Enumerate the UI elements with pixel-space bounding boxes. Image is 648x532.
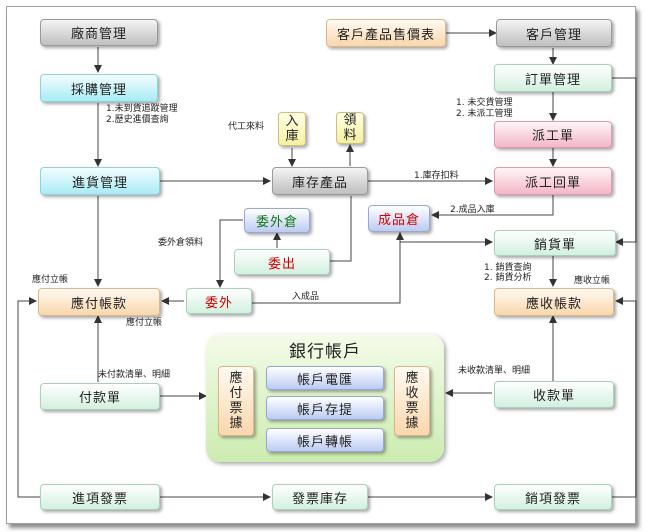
in-stock-char-1: 入 (285, 114, 299, 129)
in-stock-char-2: 庫 (285, 129, 299, 144)
pick-material-char-1: 領 (343, 113, 357, 128)
customer-mgmt-node: 客戶管理 (496, 19, 612, 47)
payable-notes-char-1: 應 (229, 371, 243, 386)
purchase-mgmt-node: 採購管理 (40, 74, 158, 102)
payable-notes-node: 應 付 票 據 (218, 366, 254, 436)
finished-in-label: 2.成品入庫 (450, 205, 495, 215)
bank-accounts-title: 銀行帳戶 (289, 341, 361, 362)
arrow-return-finished (431, 195, 554, 219)
arrow-warehouse-outsource (216, 219, 243, 288)
arrow-outsource-finished (252, 232, 404, 304)
stock-deduct-label: 1.庫存扣料 (414, 171, 459, 181)
finished-product-label: 入成品 (292, 292, 320, 302)
order-note-1: 1. 未交貨管理 (456, 98, 513, 108)
ap-setup-bottom-label: 應付立帳 (126, 318, 163, 328)
arrow-invoice-receivable (612, 297, 637, 498)
invoice-inventory-node: 發票庫存 (272, 484, 368, 510)
pick-material-node: 領 料 (336, 112, 364, 144)
dispatch-order-node: 派工單 (494, 121, 612, 148)
accounts-receivable-node: 應收帳款 (494, 288, 614, 316)
account-transfer-node: 帳戶轉帳 (266, 428, 384, 452)
order-mgmt-node: 訂單管理 (494, 64, 612, 92)
finished-goods-warehouse-node: 成品倉 (368, 205, 430, 232)
unreceived-list-label: 未收款清單、明細 (458, 366, 531, 376)
in-stock-node: 入 庫 (278, 112, 306, 146)
purchase-invoice-node: 進項發票 (40, 484, 160, 510)
dispatch-return-node: 派工回單 (494, 167, 612, 195)
order-note-2: 2. 未派工管理 (456, 109, 513, 119)
vendor-mgmt-node: 廠商管理 (40, 19, 158, 46)
purchase-note-1: 1.未到貨追蹤管理 (106, 104, 178, 114)
payable-notes-char-4: 據 (229, 416, 243, 431)
ar-setup-label: 應收立帳 (574, 276, 611, 286)
purchase-note-2: 2.歷史進價查詢 (106, 115, 169, 125)
arrow-invoice-payable (17, 297, 40, 498)
outsource-warehouse-node: 委外倉 (244, 208, 310, 233)
payment-slip-node: 付款單 (40, 383, 160, 410)
receivable-notes-node: 應 收 票 據 (394, 366, 430, 436)
sales-note-1: 1. 銷貨查詢 (484, 263, 532, 273)
unpaid-list-label: 未付款清單、明細 (98, 370, 171, 380)
receipt-slip-node: 收款單 (494, 381, 614, 408)
arrow-order-sales (612, 77, 637, 246)
oem-material-label: 代工來料 (228, 122, 265, 132)
sales-note-2: 2. 銷貨分析 (484, 273, 532, 283)
outsource-out-node: 委出 (234, 249, 330, 275)
customer-price-list-node: 客戶產品售價表 (326, 19, 446, 47)
deposit-withdraw-node: 帳戶存提 (266, 396, 384, 420)
pick-material-char-2: 料 (343, 128, 357, 143)
sales-invoice-node: 銷項發票 (494, 484, 612, 510)
outsource-node: 委外 (186, 288, 252, 314)
payable-notes-char-2: 付 (229, 386, 243, 401)
inventory-node: 庫存產品 (272, 167, 368, 195)
arrow-finished-sales (399, 231, 493, 246)
arrow-inventory-outsourceout (330, 196, 352, 262)
sales-order-node: 銷貨單 (494, 230, 616, 256)
accounts-payable-node: 應付帳款 (38, 288, 160, 316)
ap-setup-top-label: 應付立帳 (32, 275, 69, 285)
receiving-mgmt-node: 進貨管理 (40, 167, 160, 195)
receivable-notes-char-4: 據 (405, 416, 419, 431)
receivable-notes-char-2: 收 (405, 386, 419, 401)
payable-notes-char-3: 票 (229, 401, 243, 416)
wire-transfer-node: 帳戶電匯 (266, 366, 384, 390)
outsource-pick-label: 委外倉領料 (158, 238, 204, 248)
receivable-notes-char-1: 應 (405, 371, 419, 386)
receivable-notes-char-3: 票 (405, 401, 419, 416)
